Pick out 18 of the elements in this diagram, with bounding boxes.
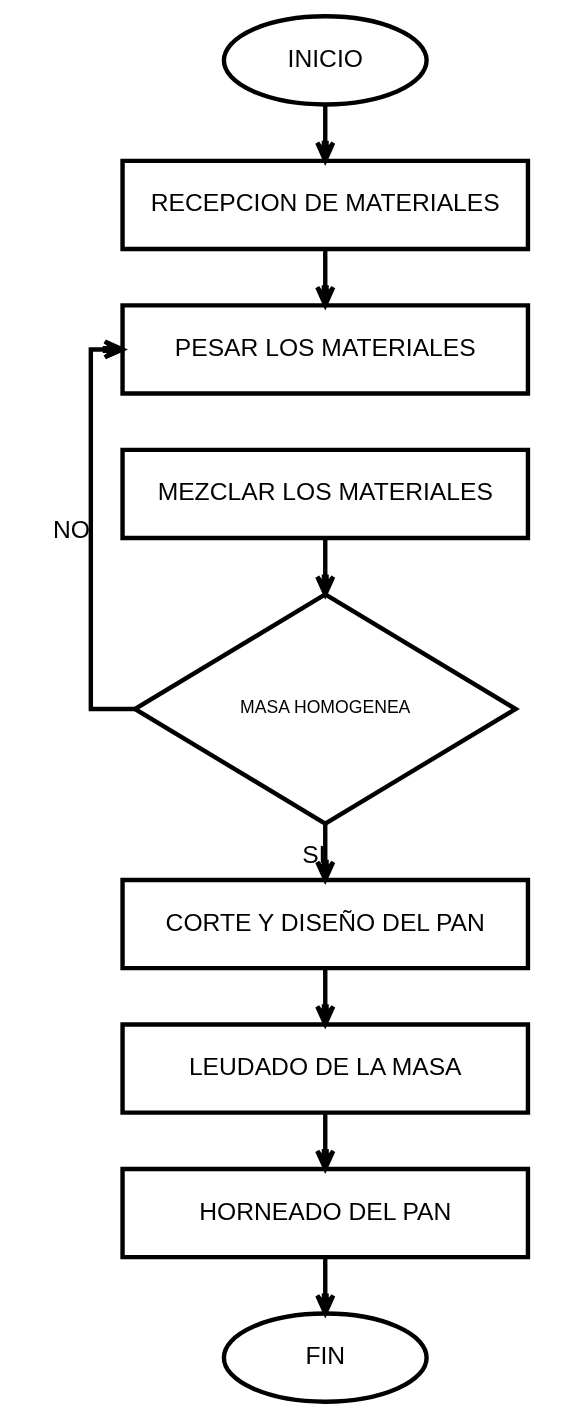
- node-box: MEZCLAR LOS MATERIALES: [119, 447, 530, 541]
- node-box: LEUDADO DE LA MASA: [119, 1022, 530, 1115]
- node-ellipse: FIN: [221, 1311, 429, 1404]
- node-box: PESAR LOS MATERIALES: [119, 303, 530, 396]
- node-ellipse: INICIO: [221, 14, 429, 107]
- arrow: [314, 1112, 335, 1171]
- arrow: [314, 968, 335, 1027]
- arrow: [88, 339, 135, 712]
- arrow: [314, 824, 335, 882]
- arrow: [314, 104, 335, 163]
- node-box: CORTE Y DISEÑO DEL PAN: [119, 877, 530, 971]
- edge-label: NO: [52, 515, 90, 543]
- arrow: [314, 1257, 335, 1316]
- node-box: RECEPCION DE MATERIALES: [119, 158, 530, 252]
- arrow: [314, 249, 335, 308]
- node-box: HORNEADO DEL PAN: [119, 1166, 530, 1260]
- edge-label: SI: [301, 840, 325, 868]
- arrow: [314, 538, 335, 597]
